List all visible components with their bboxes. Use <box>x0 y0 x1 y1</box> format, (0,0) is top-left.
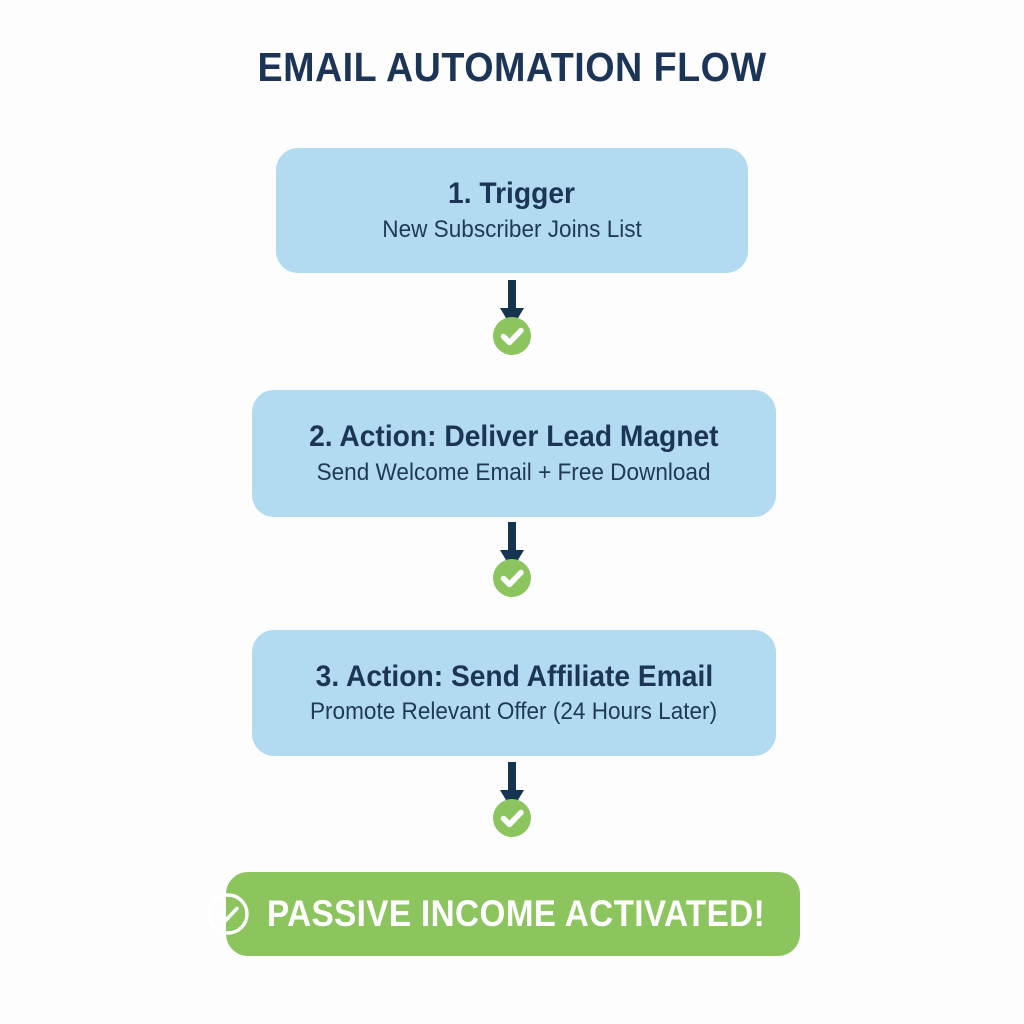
flow-step-3-subtitle: Promote Relevant Offer (24 Hours Later) <box>310 698 718 726</box>
flow-step-1-title: 1. Trigger <box>448 177 576 211</box>
check-circle-icon <box>493 317 531 355</box>
result-banner-label: PASSIVE INCOME ACTIVATED! <box>267 893 766 934</box>
flow-step-2[interactable]: 2. Action: Deliver Lead Magnet Send Welc… <box>252 390 776 517</box>
flow-step-1-subtitle: New Subscriber Joins List <box>382 215 642 243</box>
result-banner[interactable]: PASSIVE INCOME ACTIVATED! <box>207 872 800 956</box>
check-circle-icon <box>493 559 531 597</box>
flow-connector-2 <box>482 522 542 602</box>
flow-connector-1 <box>482 280 542 360</box>
check-circle-outline-icon <box>205 891 251 937</box>
flow-step-2-title: 2. Action: Deliver Lead Magnet <box>309 420 719 454</box>
page-title: EMAIL AUTOMATION FLOW <box>257 44 767 90</box>
check-circle-icon <box>493 799 531 837</box>
flow-step-3[interactable]: 3. Action: Send Affiliate Email Promote … <box>252 630 776 756</box>
flow-step-1[interactable]: 1. Trigger New Subscriber Joins List <box>276 148 748 273</box>
flow-step-3-title: 3. Action: Send Affiliate Email <box>315 659 713 693</box>
flow-connector-3 <box>482 762 542 842</box>
flow-step-2-subtitle: Send Welcome Email + Free Download <box>317 458 711 486</box>
